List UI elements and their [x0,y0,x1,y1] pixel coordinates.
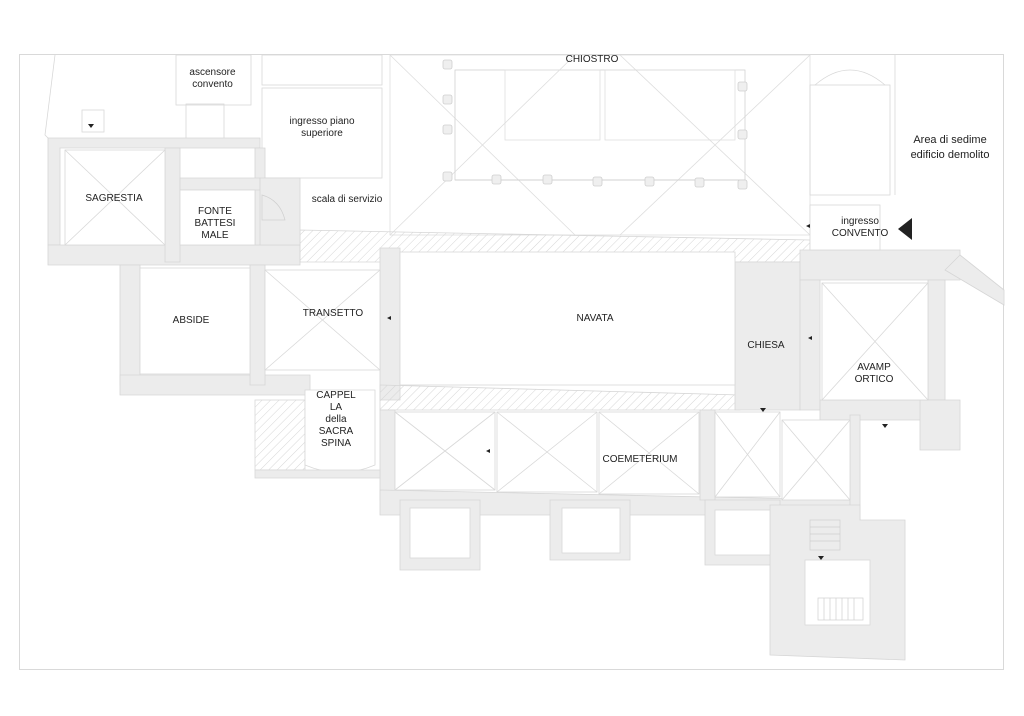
label-chiostro: CHIOSTRO [565,54,619,65]
label-area-sedime: Area di sedime [913,134,987,146]
label-sagrestia: SAGRESTIA [85,193,143,204]
label-scala-servizio: scala di servizio [311,194,383,205]
entrance-arrow-icon [898,218,912,240]
label-fonte: FONTE BATTESI MALE [194,206,236,241]
stair-icon [261,194,864,621]
label-ingresso-piano: ingresso piano superiore [289,116,355,139]
plan-frame [19,54,1004,670]
label-avamportico: AVAMP ORTICO [854,362,894,385]
label-coemeterium: COEMETERIUM [602,454,678,465]
label-cappella: CAPPEL LA della SACRA SPINA [316,390,356,449]
label-transetto: TRANSETTO [302,308,364,319]
label-chiesa: CHIESA [747,340,785,351]
cloister-columns [442,59,748,190]
label-ingresso-convento: ingresso CONVENTO [831,216,889,239]
label-edificio-demolito: edificio demolito [910,149,990,161]
label-abside: ABSIDE [172,315,210,326]
label-ascensore: ascensore convento [189,67,236,90]
door-arrow-icon [88,124,888,560]
chapel-area [254,389,381,479]
cloister-area [389,54,811,236]
label-navata: NAVATA [576,313,614,324]
vaults [64,149,929,626]
